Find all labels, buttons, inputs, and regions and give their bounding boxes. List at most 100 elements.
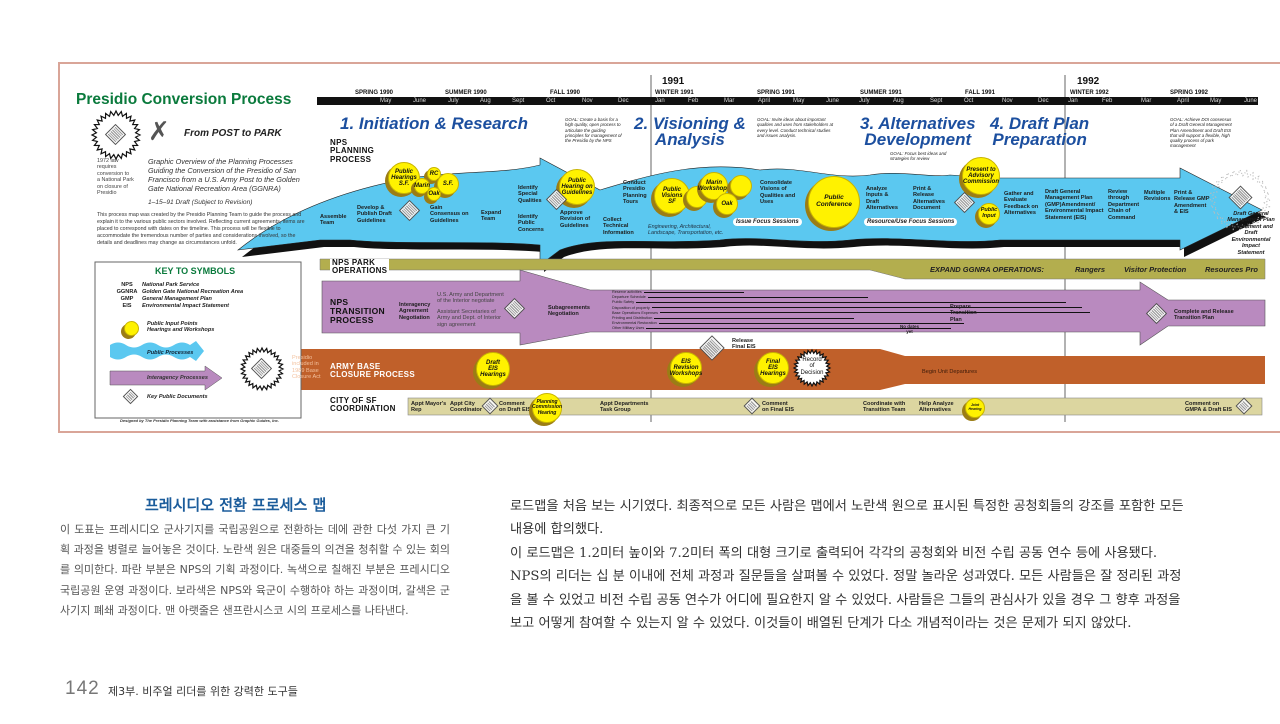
article-caption: 이 도표는 프레시디오 군사기지를 국립공원으로 전환하는 데에 관한 다섯 가… [60, 523, 450, 617]
goal-4: GOAL: Achieve DOI consensus of a Draft G… [1170, 117, 1232, 149]
article-body: 로드맵을 처음 보는 시기였다. 최종적으로 모든 사람은 맵에서 노란색 원으… [510, 495, 1190, 635]
credit-line: Designed by The Presidio Planning Team w… [120, 418, 280, 423]
month-label: Jan [1068, 98, 1078, 104]
no-dates-yet: No dates yet [900, 324, 920, 335]
season-label: FALL 1991 [965, 90, 995, 96]
circle-marin: Marin [414, 178, 430, 194]
presidio-closure-note: Presidio included in 1989 Base Closure A… [292, 355, 321, 381]
month-label: May [380, 98, 392, 104]
circle-sf: S.F. [437, 173, 459, 195]
post-to-park-subtitle: From POST to PARK [184, 128, 282, 139]
month-label: Jan [655, 98, 665, 104]
city-coordinate-transition: Coordinate with Transition Team [863, 401, 906, 414]
phase-2-heading: 2. Visioning & Analysis [634, 114, 746, 149]
month-label: May [1210, 98, 1222, 104]
bugles-logo-icon: ✗ [148, 116, 170, 146]
city-help-analyze: Help Analyze Alternatives [919, 401, 954, 414]
interagency-negotiation: Interagency Agreement Negotiation [399, 302, 431, 321]
circle-eis-revision-workshops: EIS Revision Workshops [670, 352, 702, 384]
city-task-group: Appt Departments Task Group [600, 401, 649, 414]
subagreement-label: Reserve activities [612, 290, 642, 294]
month-label: Mar [1141, 98, 1152, 104]
step-release-gmp: Print & Release GMP Amendment & EIS [1174, 190, 1210, 216]
phase-3-heading: 3. Alternatives Development [860, 114, 976, 149]
month-label: May [793, 98, 805, 104]
draft-date: 1–15–91 Draft (Subject to Revision) [148, 199, 253, 206]
city-comment-draft-eis: Comment on Draft EIS [499, 401, 532, 414]
month-label: April [758, 98, 771, 104]
step-approve-revision: Approve Revision of Guidelines [560, 210, 591, 229]
step-multiple-revisions: Multiple Revisions [1144, 190, 1171, 203]
article-paragraph: 이 로드맵은 1.2미터 높이와 7.2미터 폭의 대형 크기로 출력되어 각각… [510, 545, 1182, 632]
subagreement-label: Public Safety [612, 300, 635, 305]
lane-label-city: CITY OF SF COORDINATION [330, 396, 396, 414]
season-label: WINTER 1992 [1070, 90, 1109, 96]
city-appt-coordinator: Appt City Coordinator [450, 401, 483, 414]
month-label: Feb [688, 98, 699, 104]
year-1991: 1991 [662, 76, 685, 87]
season-label: FALL 1990 [550, 90, 580, 96]
year-1992: 1992 [1077, 76, 1100, 87]
season-label: SPRING 1992 [1170, 90, 1209, 96]
step-expand-team: Expand Team [481, 210, 502, 223]
month-label: Aug [480, 98, 491, 104]
subagreement-item: Public Safety [612, 300, 1067, 305]
month-label: July [448, 98, 459, 104]
subagreement-item: Departure Schedule [612, 295, 868, 299]
expand-ggnra-heading: EXPAND GGNRA OPERATIONS: [930, 265, 1045, 274]
subagreement-item: Printing and Distribution [612, 316, 855, 320]
key-yellow-circle-icon [124, 321, 139, 336]
month-label: Oct [964, 98, 974, 104]
circle-public-conference: Public Conference [808, 176, 860, 228]
subagreements-negotiation: Subagreements Negotiation [548, 305, 590, 318]
step-public-concerns: Identify Public Concerns [518, 214, 544, 233]
step-gather-feedback: Gather and Evaluate Feedback on Alternat… [1004, 191, 1039, 217]
overview-text: Graphic Overview of the Planning Process… [148, 157, 300, 194]
season-label: SPRING 1991 [757, 90, 796, 96]
month-label: Sept [930, 98, 943, 104]
phase-4-heading: 4. Draft Plan Preparation [990, 114, 1090, 149]
phase-1-heading: 1. Initiation & Research [340, 114, 528, 133]
draft-gmp-starburst [1208, 168, 1272, 232]
step-technical-info: Collect Technical Information [603, 217, 634, 236]
key-public-process-swatch [110, 341, 204, 361]
key-interagency: Interagency Processes [147, 375, 208, 381]
key-title: KEY TO SYMBOLS [155, 266, 236, 276]
step-analyze-inputs: Analyze Inputs & Draft Alternatives [866, 186, 899, 212]
subagreement-arrow [654, 317, 855, 319]
subagreement-label: Environmental Restoration [612, 321, 657, 326]
ops-resources: Resources Pro [1205, 265, 1258, 274]
circle-final-eis-hearings: Final EIS Hearings [757, 352, 789, 384]
lane-label-army: ARMY BASE CLOSURE PROCESS [330, 362, 415, 380]
step-draft-gmp: Draft General Management Plan (GMP)Amend… [1045, 189, 1104, 221]
month-label: Aug [893, 98, 904, 104]
complete-transition-plan: Complete and Release Transition Plan [1174, 309, 1234, 322]
page-number: 142 [65, 678, 100, 699]
month-label: Dec [618, 98, 629, 104]
record-of-decision: Record of Decision [800, 357, 824, 376]
circle-planning-commission: Planning Commission Hearing [532, 393, 562, 423]
begin-unit-departures: Begin Unit Departures [922, 369, 978, 375]
month-label: June [1244, 98, 1258, 104]
month-label: Nov [582, 98, 593, 104]
month-label: June [413, 98, 427, 104]
planning-band [236, 157, 1263, 266]
subagreement-label: Disposition of property [612, 305, 650, 310]
month-label: June [826, 98, 840, 104]
circle-oak: Oak [427, 187, 441, 201]
goal-1: GOAL: Create a basis for a high quality,… [565, 117, 622, 144]
section-title: 제3부. 비주얼 리더를 위한 강력한 도구들 [108, 685, 298, 698]
key-public-input: Public Input Points Hearings and Worksho… [147, 321, 215, 333]
step-planning-tours: Conduct Presidio Planning Tours [623, 180, 647, 206]
subagreement-item: Disposition of property [612, 306, 1082, 310]
subagreement-label: Departure Schedule [612, 295, 646, 300]
city-appt-mayors-rep: Appt Mayor's Rep [411, 401, 447, 414]
subagreement-item: Environmental Restoration [612, 321, 964, 325]
season-label: SUMMER 1990 [445, 90, 487, 96]
month-label: April [1177, 98, 1190, 104]
month-label: Dec [1038, 98, 1049, 104]
step-special-qualities: Identify Special Qualities [518, 185, 542, 204]
subagreement-label: Other Military Uses [612, 326, 645, 331]
circle-visions-extra [730, 175, 752, 197]
